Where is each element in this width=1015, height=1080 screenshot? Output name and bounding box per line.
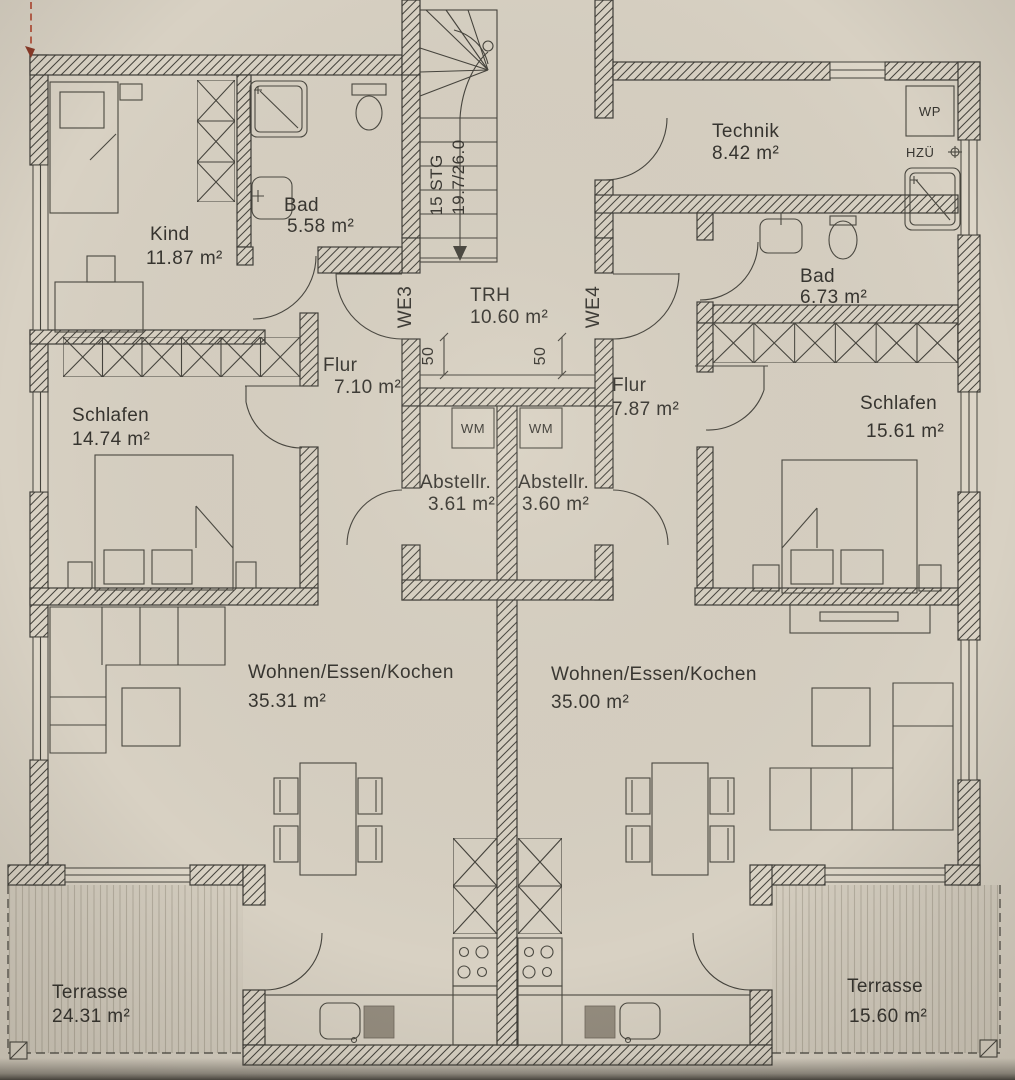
room-area-abstellraum-we3: 3.61 m² [428,494,495,515]
room-label-flur-we4: Flur [612,375,647,396]
section-marker-icon [979,1039,998,1058]
drainer [584,1005,616,1039]
washing-machine-label-we4: WM [529,421,553,436]
heat-pump-label: WP [919,104,941,119]
unit-label-we3: WE3 [395,286,416,328]
room-label-terrasse-we4: Terrasse [847,976,923,997]
stair-steps-annotation: 15 STG [427,154,446,216]
room-label-abstellraum-we4: Abstellr. [518,472,589,493]
stairwell-area: 10.60 m² [470,307,548,328]
dimension-50-left: 50 [420,347,437,366]
room-label-bad-we4: Bad [800,266,835,287]
stair-rise-run-annotation: 19.7/26.0 [449,139,468,214]
room-label-bad-we3: Bad [284,195,319,216]
room-area-terrasse-we4: 15.60 m² [849,1006,927,1027]
room-label-technik: Technik [712,121,779,142]
room-area-schlafen-we4: 15.61 m² [866,421,944,442]
room-area-wohnen-we4: 35.00 m² [551,692,629,713]
room-area-abstellraum-we4: 3.60 m² [522,494,589,515]
unit-label-we4: WE4 [583,286,604,328]
room-label-wohnen-we4: Wohnen/Essen/Kochen [551,664,757,685]
room-label-flur-we3: Flur [323,355,358,376]
room-label-terrasse-we3: Terrasse [52,982,128,1003]
drainer [363,1005,395,1039]
room-label-kind: Kind [150,224,190,245]
room-label-schlafen-we4: Schlafen [860,393,937,414]
room-area-kind: 11.87 m² [146,248,223,269]
room-area-schlafen-we3: 14.74 m² [72,429,150,450]
washing-machine-label-we3: WM [461,421,485,436]
dimension-50-right: 50 [532,347,549,366]
room-area-bad-we4: 6.73 m² [800,287,867,308]
room-area-flur-we4: 7.87 m² [612,399,679,420]
room-area-terrasse-we3: 24.31 m² [52,1006,130,1027]
room-label-schlafen-we3: Schlafen [72,405,149,426]
terrace-we4 [772,885,1001,1058]
room-area-technik: 8.42 m² [712,143,779,164]
room-label-abstellraum-we3: Abstellr. [420,472,491,493]
stairwell-label: TRH [470,285,510,306]
hzu-label: HZÜ [906,145,935,160]
terrace-we3 [7,885,243,1060]
room-area-bad-we3: 5.58 m² [287,216,354,237]
room-area-flur-we3: 7.10 m² [334,377,401,398]
section-marker-icon [9,1041,28,1060]
room-area-wohnen-we3: 35.31 m² [248,691,326,712]
room-label-wohnen-we3: Wohnen/Essen/Kochen [248,662,454,683]
